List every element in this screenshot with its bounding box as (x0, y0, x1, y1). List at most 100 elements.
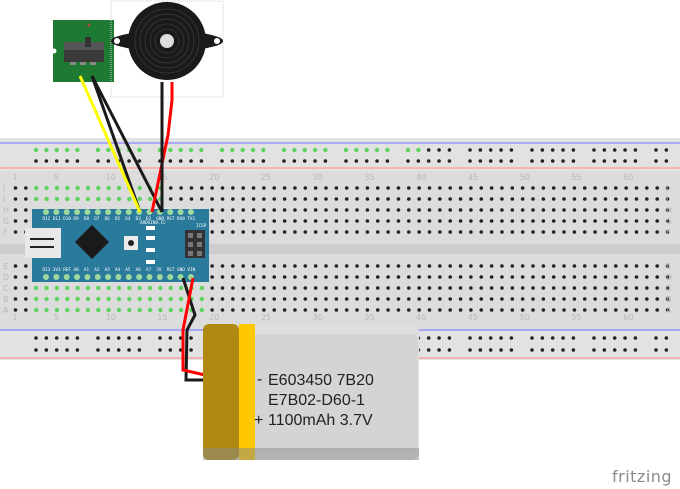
breadboard-hole[interactable] (614, 297, 618, 301)
breadboard-hole[interactable] (634, 186, 639, 190)
breadboard-hole[interactable] (438, 308, 442, 312)
breadboard-hole[interactable] (344, 197, 349, 201)
breadboard-hole[interactable] (210, 197, 214, 201)
breadboard-hole[interactable] (572, 219, 577, 223)
breadboard-hole[interactable] (178, 147, 183, 153)
breadboard-hole[interactable] (54, 348, 59, 352)
nano-pin-a6[interactable] (136, 274, 143, 280)
breadboard-hole[interactable] (416, 159, 421, 163)
breadboard-hole[interactable] (510, 186, 515, 190)
breadboard-hole[interactable] (13, 297, 18, 301)
breadboard-hole[interactable] (510, 219, 515, 223)
breadboard-hole[interactable] (448, 219, 453, 223)
breadboard-hole[interactable] (313, 197, 318, 201)
breadboard-hole[interactable] (572, 186, 577, 190)
breadboard-hole[interactable] (592, 348, 596, 352)
breadboard-hole[interactable] (158, 348, 162, 352)
breadboard-hole[interactable] (313, 208, 318, 212)
breadboard-hole[interactable] (251, 264, 256, 268)
breadboard-hole[interactable] (562, 186, 566, 190)
breadboard-hole[interactable] (303, 308, 308, 312)
breadboard-hole[interactable] (137, 307, 142, 313)
breadboard-hole[interactable] (458, 308, 463, 312)
breadboard-hole[interactable] (469, 197, 473, 201)
breadboard-hole[interactable] (241, 308, 245, 312)
breadboard-hole[interactable] (551, 286, 556, 290)
breadboard-hole[interactable] (85, 285, 91, 291)
breadboard-hole[interactable] (531, 208, 535, 212)
breadboard-hole[interactable] (220, 286, 225, 290)
breadboard-hole[interactable] (582, 308, 587, 312)
breadboard-hole[interactable] (106, 348, 111, 352)
breadboard-hole[interactable] (282, 186, 287, 190)
breadboard-hole[interactable] (231, 219, 235, 223)
breadboard-hole[interactable] (582, 219, 587, 223)
breadboard-hole[interactable] (116, 185, 122, 191)
breadboard-hole[interactable] (375, 208, 380, 212)
breadboard-hole[interactable] (407, 219, 411, 223)
breadboard-hole[interactable] (654, 336, 658, 340)
breadboard-hole[interactable] (624, 186, 628, 190)
breadboard-hole[interactable] (407, 230, 411, 234)
breadboard-hole[interactable] (241, 219, 245, 223)
breadboard-hole[interactable] (489, 230, 494, 234)
breadboard-hole[interactable] (593, 230, 597, 234)
breadboard-hole[interactable] (592, 336, 596, 340)
breadboard-hole[interactable] (438, 230, 442, 234)
breadboard-hole[interactable] (13, 286, 18, 290)
breadboard-hole[interactable] (324, 286, 328, 290)
breadboard-hole[interactable] (241, 208, 245, 212)
breadboard-hole[interactable] (34, 348, 38, 352)
breadboard-hole[interactable] (375, 219, 380, 223)
breadboard-hole[interactable] (603, 186, 608, 190)
breadboard-hole[interactable] (375, 264, 380, 268)
breadboard-hole[interactable] (550, 159, 555, 163)
breadboard-hole[interactable] (386, 286, 390, 290)
breadboard-hole[interactable] (396, 297, 401, 301)
breadboard-hole[interactable] (34, 285, 39, 291)
breadboard-hole[interactable] (530, 348, 534, 352)
breadboard-hole[interactable] (551, 186, 556, 190)
breadboard-hole[interactable] (365, 308, 370, 312)
breadboard-hole[interactable] (251, 159, 255, 163)
breadboard-hole[interactable] (220, 308, 225, 312)
breadboard-hole[interactable] (396, 275, 401, 279)
breadboard-hole[interactable] (293, 297, 297, 301)
breadboard-hole[interactable] (220, 197, 225, 201)
breadboard-hole[interactable] (655, 186, 659, 190)
breadboard-hole[interactable] (572, 208, 577, 212)
breadboard-hole[interactable] (231, 208, 235, 212)
breadboard-hole[interactable] (137, 336, 142, 340)
breadboard-hole[interactable] (293, 264, 297, 268)
breadboard-hole[interactable] (479, 230, 484, 234)
breadboard-hole[interactable] (158, 285, 163, 291)
breadboard-hole[interactable] (655, 297, 659, 301)
breadboard-hole[interactable] (313, 286, 318, 290)
breadboard-hole[interactable] (344, 159, 348, 163)
breadboard-hole[interactable] (541, 264, 546, 268)
breadboard-hole[interactable] (499, 148, 503, 152)
breadboard-hole[interactable] (417, 230, 421, 234)
breadboard-hole[interactable] (427, 264, 432, 268)
breadboard-hole[interactable] (500, 308, 504, 312)
breadboard-hole[interactable] (344, 186, 349, 190)
breadboard-hole[interactable] (313, 159, 317, 163)
breadboard-hole[interactable] (137, 196, 142, 202)
breadboard-hole[interactable] (551, 208, 556, 212)
breadboard-hole[interactable] (562, 286, 566, 290)
breadboard-hole[interactable] (407, 297, 411, 301)
breadboard-hole[interactable] (500, 286, 504, 290)
breadboard-hole[interactable] (499, 348, 503, 352)
breadboard-hole[interactable] (396, 208, 401, 212)
wire-gnd-battery[interactable] (181, 277, 205, 382)
breadboard-hole[interactable] (365, 197, 370, 201)
wire-switch-d3[interactable] (78, 75, 142, 213)
breadboard-hole[interactable] (438, 186, 442, 190)
breadboard-hole[interactable] (241, 186, 245, 190)
breadboard-hole[interactable] (251, 286, 256, 290)
breadboard-hole[interactable] (65, 348, 69, 352)
breadboard-hole[interactable] (168, 197, 173, 201)
breadboard-hole[interactable] (531, 197, 535, 201)
breadboard-hole[interactable] (282, 219, 287, 223)
breadboard-hole[interactable] (354, 159, 359, 163)
